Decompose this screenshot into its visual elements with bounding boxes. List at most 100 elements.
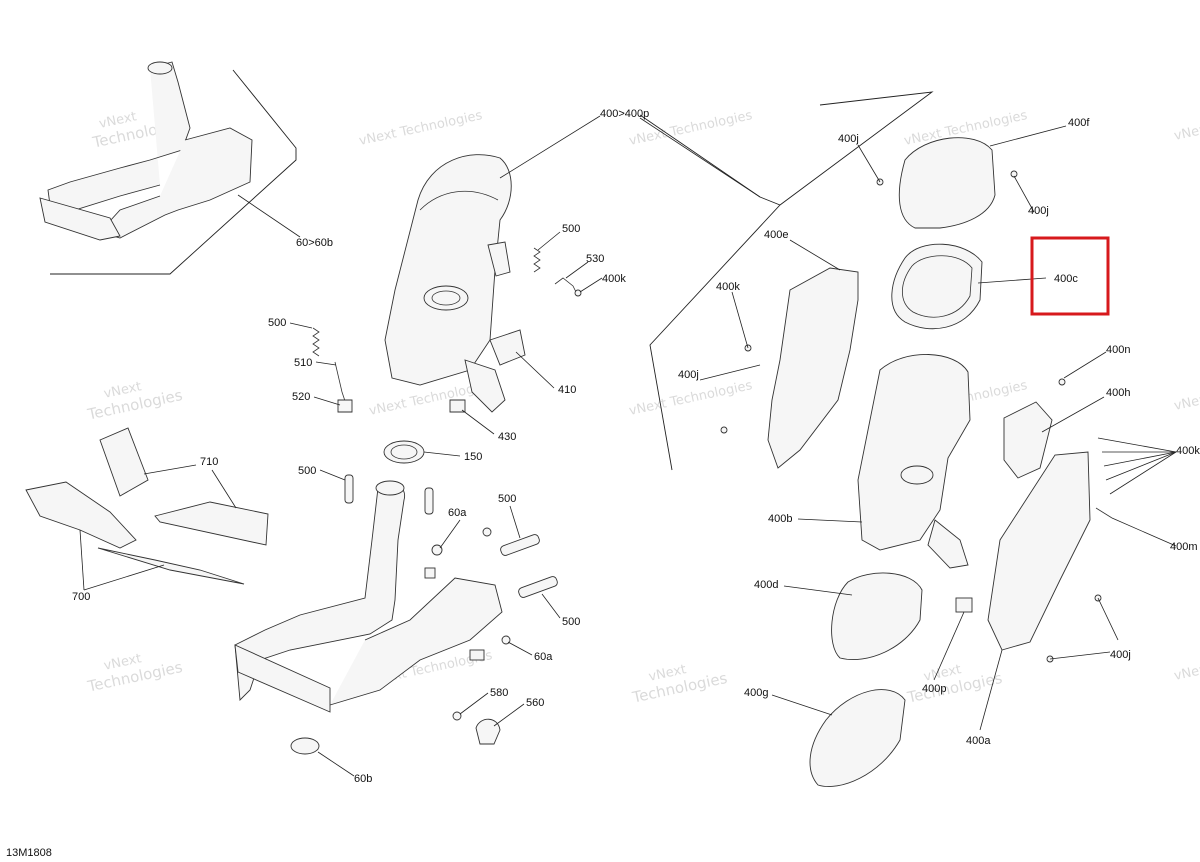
leader-60a-top (439, 519, 461, 549)
sensor-560 (475, 718, 501, 745)
leader-410 (515, 351, 555, 389)
callout-400k-left[interactable]: 400k (716, 281, 740, 293)
leader-710-a (143, 464, 197, 475)
shield-400e (767, 267, 859, 469)
watermark: vNext (1173, 661, 1200, 684)
strap-400m (1095, 507, 1113, 519)
callout-400j-right[interactable]: 400j (1028, 205, 1049, 217)
clip-400p (955, 597, 973, 613)
callout-400j-mid[interactable]: 400j (678, 369, 699, 381)
callout-400p[interactable]: 400p (922, 683, 946, 695)
callout-400m[interactable]: 400m (1170, 541, 1198, 553)
callout-710[interactable]: 710 (200, 456, 218, 468)
callout-580[interactable]: 580 (490, 687, 508, 699)
callout-400e[interactable]: 400e (764, 229, 788, 241)
clamp-60b (290, 737, 320, 755)
clip-60a (469, 649, 485, 661)
muffler-outlet (423, 285, 469, 311)
leader-500-r1 (509, 505, 521, 539)
leader-400k-left (731, 291, 749, 349)
callout-500-r2[interactable]: 500 (562, 616, 580, 628)
callout-500-left[interactable]: 500 (268, 317, 286, 329)
callout-400c[interactable]: 400c (1054, 273, 1078, 285)
callout-510[interactable]: 510 (294, 357, 312, 369)
callout-500-mid[interactable]: 500 (298, 465, 316, 477)
watermark: vNext Technologies (85, 651, 184, 696)
callout-500-r1[interactable]: 500 (498, 493, 516, 505)
fastener-400k (574, 289, 582, 297)
watermark: vNext Technologies (628, 378, 754, 419)
callout-400b[interactable]: 400b (768, 513, 792, 525)
leader-700-a (79, 529, 85, 591)
leader-150 (423, 451, 461, 457)
watermark-full: vNext Technologies (358, 108, 484, 149)
callout-60a-bottom[interactable]: 60a (534, 651, 553, 663)
inset-exhaust-assembly (39, 61, 253, 241)
muffler-400b-bracket (927, 519, 969, 569)
callout-400k-right[interactable]: 400k (1176, 445, 1200, 457)
leader-500-r2 (541, 593, 561, 619)
leader-520 (313, 396, 341, 406)
watermark: vNext Technologies (358, 108, 484, 149)
callout-400d[interactable]: 400d (754, 579, 778, 591)
callout-60-60b[interactable]: 60>60b (296, 237, 333, 249)
callout-400k-mid[interactable]: 400k (602, 273, 626, 285)
muffler-bracket (464, 359, 506, 413)
spring-500-left (312, 327, 320, 357)
callout-520[interactable]: 520 (292, 391, 310, 403)
leader-700-b (83, 564, 165, 591)
leader-400-400p (499, 115, 601, 179)
shield-700-b (97, 547, 245, 585)
shield-710-a (99, 427, 149, 497)
leader-400j-bottom-b (1097, 597, 1119, 641)
callout-700[interactable]: 700 (72, 591, 90, 603)
leader-400e (789, 239, 841, 271)
watermark-line1: vNext (1173, 661, 1200, 684)
muffler-400b (857, 354, 971, 551)
inset-frame (50, 69, 297, 275)
leader-60b (317, 751, 355, 777)
leader-400g (771, 694, 833, 716)
callout-150[interactable]: 150 (464, 451, 482, 463)
leader-60-60b (237, 194, 301, 238)
gasket-150-inner (390, 444, 418, 460)
callout-500-top[interactable]: 500 (562, 223, 580, 235)
muffler-outlet-inner (431, 290, 461, 306)
leader-400p (933, 611, 965, 681)
leader-530 (565, 261, 589, 279)
callout-530[interactable]: 530 (586, 253, 604, 265)
nut-60a-left (431, 544, 443, 556)
leader-400a (979, 649, 1003, 731)
callout-labels: 60>60b 400>400p 400f 400j 400j 400c 400e… (72, 108, 1200, 785)
callout-400-400p[interactable]: 400>400p (600, 108, 649, 120)
leader-400j-bottom (1049, 651, 1111, 660)
callout-400h[interactable]: 400h (1106, 387, 1130, 399)
exhaust-pipe-assembly (234, 480, 503, 713)
inset-tailpipe (39, 197, 121, 241)
leader-710-b (211, 469, 237, 509)
callout-400a[interactable]: 400a (966, 735, 991, 747)
callout-60a-top[interactable]: 60a (448, 507, 467, 519)
callout-400g[interactable]: 400g (744, 687, 768, 699)
callout-430[interactable]: 430 (498, 431, 516, 443)
callout-400n[interactable]: 400n (1106, 344, 1130, 356)
leader-400k-right-1 (1097, 437, 1177, 453)
clip-520 (337, 399, 353, 413)
callout-410[interactable]: 410 (558, 384, 576, 396)
callout-400j-bottom[interactable]: 400j (1110, 649, 1131, 661)
callout-560[interactable]: 560 (526, 697, 544, 709)
leader-400c (977, 277, 1047, 284)
exploded-muffler (720, 137, 1113, 787)
callout-60b[interactable]: 60b (354, 773, 372, 785)
cover-400d (831, 572, 923, 660)
leader-400d (783, 585, 853, 596)
leader-560 (493, 703, 525, 727)
leader-lines (79, 115, 1177, 777)
leader-580 (459, 692, 489, 715)
watermark-line1: vNext (1173, 391, 1200, 414)
leader-400n (1063, 351, 1107, 379)
tailpipe-tip (234, 644, 331, 713)
callout-400f[interactable]: 400f (1068, 117, 1090, 129)
muffler-seam (419, 190, 499, 211)
callout-400j-top[interactable]: 400j (838, 133, 859, 145)
